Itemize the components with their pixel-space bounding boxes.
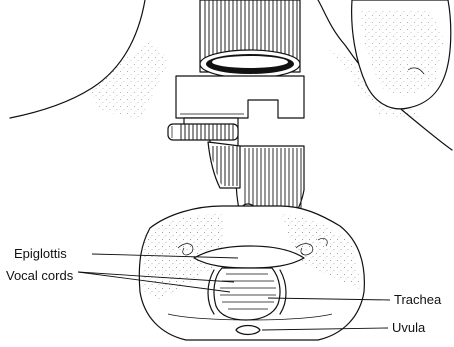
label-trachea: Trachea: [394, 292, 442, 307]
label-vocal-cords: Vocal cords: [6, 268, 74, 283]
light-tube: [168, 124, 238, 140]
laryngoscope-handle: [200, 0, 300, 78]
label-uvula: Uvula: [392, 320, 426, 335]
label-epiglottis: Epiglottis: [14, 246, 67, 261]
